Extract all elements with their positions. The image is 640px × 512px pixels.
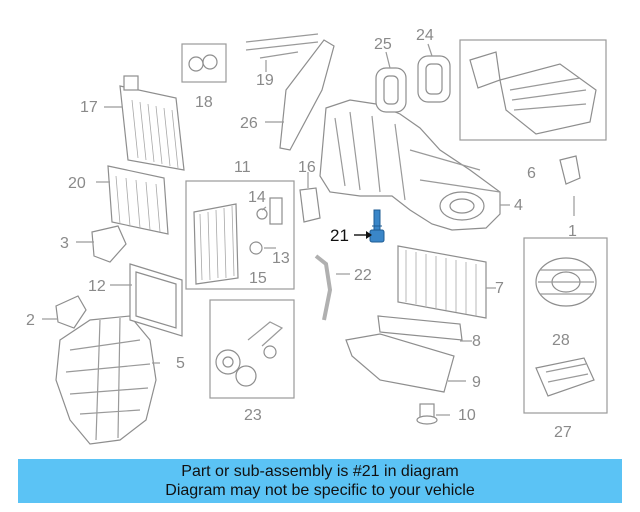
label-20: 20 (68, 175, 86, 192)
sensor-part-1 (559, 155, 581, 185)
label-7: 7 (495, 280, 504, 297)
label-4: 4 (514, 197, 523, 214)
gasket-part-24-inner (425, 63, 443, 95)
gasket-part-25-inner (383, 75, 399, 105)
label-5: 5 (176, 355, 185, 372)
caption-banner: Part or sub-assembly is #21 in diagram D… (18, 459, 622, 503)
caption-line-1: Part or sub-assembly is #21 in diagram (181, 463, 459, 480)
label-14: 14 (248, 189, 266, 206)
clip-part-16 (299, 187, 321, 223)
seal-part-8 (377, 315, 463, 341)
seal-part-9 (345, 333, 455, 393)
parts-diagram: 1 2 3 4 5 6 7 8 9 10 11 12 13 14 15 16 1… (26, 27, 608, 445)
seal-part-18a (188, 56, 204, 72)
label-16: 16 (298, 159, 316, 176)
label-23: 23 (244, 407, 262, 424)
label-6: 6 (527, 165, 536, 182)
blower-motor-part (535, 257, 597, 307)
label-15: 15 (249, 270, 267, 287)
group-box-27 (523, 237, 608, 414)
label-2: 2 (26, 312, 35, 329)
plug-part-10 (416, 403, 438, 425)
pipe-part-19 (245, 33, 319, 59)
label-25: 25 (374, 36, 392, 53)
oring-part-15 (249, 241, 263, 255)
seal-part-18b (202, 54, 218, 70)
valve-part-13 (269, 197, 283, 225)
label-10: 10 (458, 407, 476, 424)
bracket-part-26 (279, 39, 335, 151)
label-21: 21 (330, 226, 349, 245)
bracket-part-2 (55, 295, 87, 329)
label-17: 17 (80, 99, 98, 116)
hose-part-22 (314, 254, 333, 321)
label-28: 28 (552, 332, 570, 349)
resistor-part-28 (535, 357, 595, 397)
callout-arrowhead-21 (366, 231, 372, 239)
leader-lines (42, 43, 575, 416)
label-19: 19 (256, 72, 274, 89)
cabin-filter-part (397, 245, 487, 319)
label-11: 11 (234, 159, 251, 176)
heater-core-part (119, 75, 185, 171)
label-27: 27 (554, 424, 572, 441)
filter-frame-part (129, 263, 183, 337)
sensor-part-14 (256, 208, 268, 220)
panel-part (107, 165, 169, 235)
highlighted-part-21 (369, 209, 385, 243)
part-number-labels: 1 2 3 4 5 6 7 8 9 10 11 12 13 14 15 16 1… (26, 27, 577, 441)
label-9: 9 (472, 374, 481, 391)
label-1: 1 (568, 223, 577, 240)
label-3: 3 (60, 235, 69, 252)
hvac-housing-part (319, 99, 501, 231)
actuator-assembly-part-6 (469, 51, 597, 135)
evaporator-part (193, 203, 239, 285)
lower-housing-part (55, 315, 157, 445)
label-22: 22 (354, 267, 372, 284)
group-box-18 (181, 43, 227, 83)
group-box-6 (459, 39, 607, 141)
bracket-part-3 (91, 225, 127, 263)
fittings-part-23 (215, 321, 284, 387)
caption-line-2: Diagram may not be specific to your vehi… (165, 482, 475, 499)
label-18: 18 (195, 94, 213, 111)
group-box-11 (185, 180, 295, 290)
group-box-23 (209, 299, 295, 399)
label-8: 8 (472, 333, 481, 350)
label-26: 26 (240, 115, 258, 132)
label-13: 13 (272, 250, 290, 267)
label-24: 24 (416, 27, 434, 44)
label-12: 12 (88, 278, 106, 295)
